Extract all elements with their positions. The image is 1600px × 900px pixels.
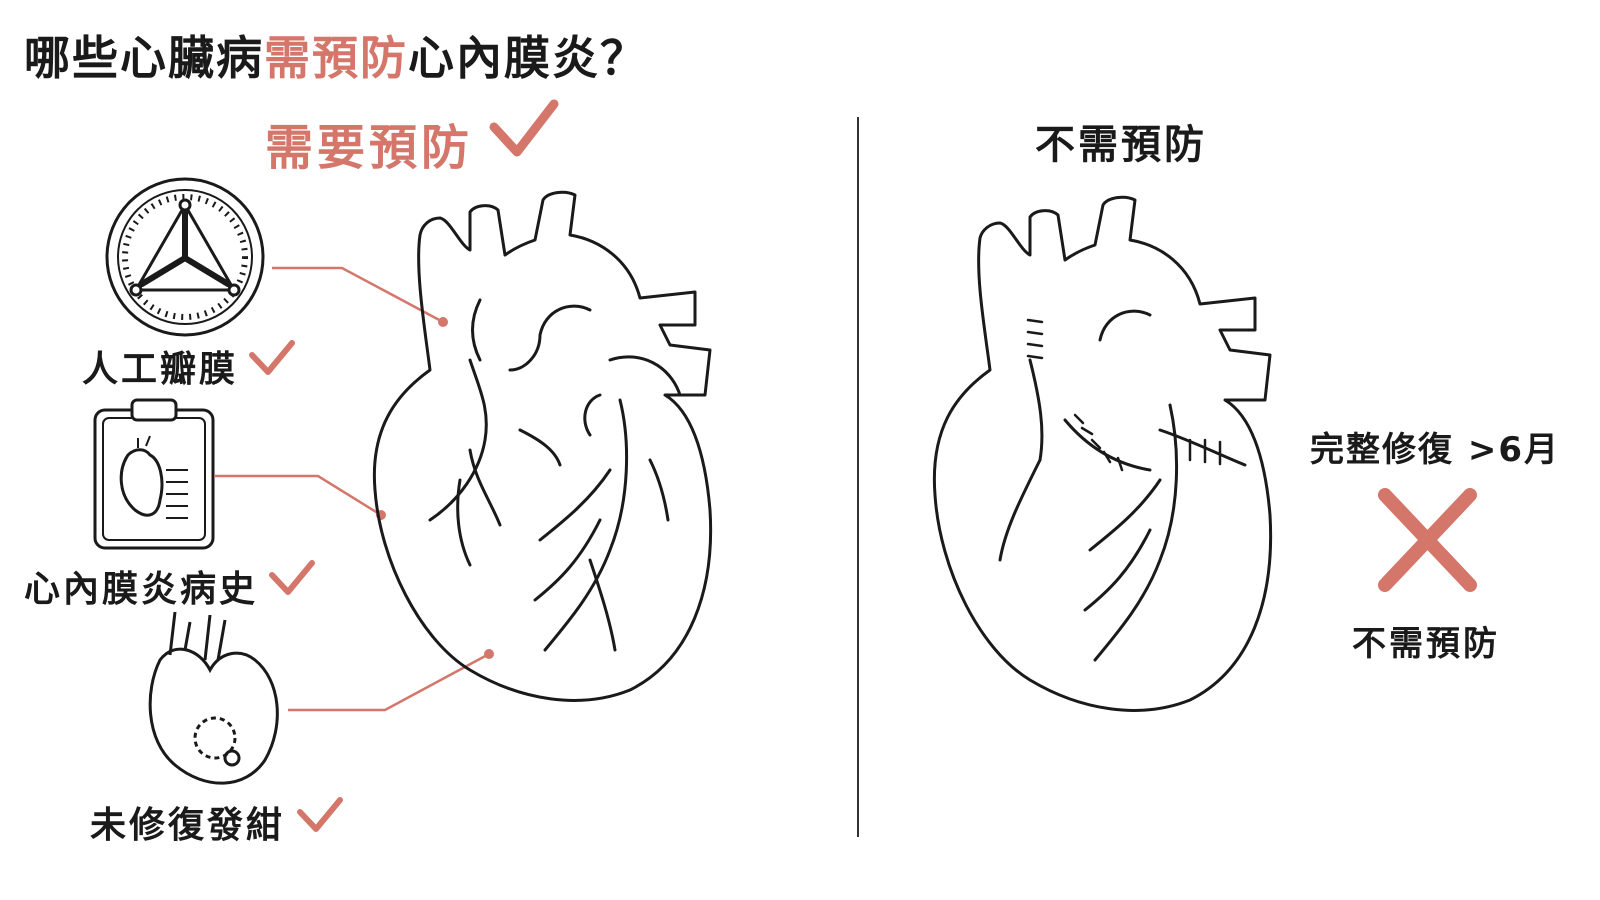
repaired-heart-illustration [932, 195, 1273, 712]
checkmark-icon [249, 340, 295, 375]
heart-defect-icon [148, 611, 279, 785]
panel-divider [857, 117, 859, 837]
no-prevention-heading: 不需預防 [1035, 122, 1207, 168]
checkmark-icon [297, 797, 343, 832]
connector-lines [214, 266, 490, 712]
item-label-endocarditis-history: 心內膜炎病史 [24, 569, 259, 610]
heart-illustration [372, 190, 713, 702]
cross-icon [1378, 488, 1477, 592]
complete-repair-condition: 完整修復 >6月 [1310, 430, 1560, 470]
need-prevention-heading: 需要預防 [265, 120, 474, 176]
checkmark-icon [269, 560, 315, 595]
item-label-prosthetic-valve: 人工瓣膜 [82, 349, 239, 390]
item-label-unrepaired-cyanotic: 未修復發紺 [90, 805, 286, 846]
clipboard-heart-icon [93, 398, 215, 550]
connector-dots [376, 317, 494, 659]
heading-checkmark-icon [489, 99, 559, 157]
title-prefix: 哪些心臟病 [24, 31, 264, 85]
no-prevention-result: 不需預防 [1352, 624, 1500, 664]
page-title: 哪些心臟病需預防心內膜炎？ [24, 22, 648, 88]
title-suffix: 心內膜炎？ [408, 31, 648, 85]
prosthetic-valve-icon [105, 177, 265, 337]
title-accent: 需預防 [264, 31, 408, 85]
